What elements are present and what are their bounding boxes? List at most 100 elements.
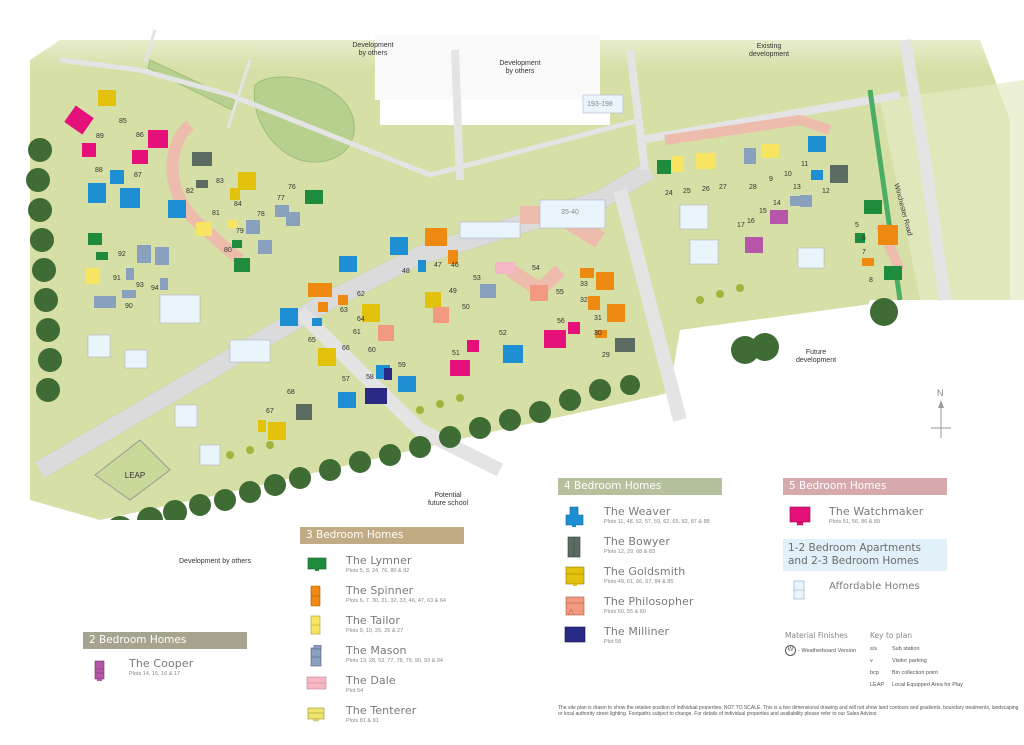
plot-number: 67	[266, 408, 274, 415]
plot-number: 14	[773, 200, 781, 207]
legend-item-bowyer: The Bowyer Plots 12, 29, 68 & 83	[558, 533, 722, 563]
small-trees	[226, 284, 744, 459]
plot-number: 91	[113, 275, 121, 282]
key-row-bin-collection: bcp Bin collection point	[870, 667, 1020, 679]
plot-number: 57	[342, 376, 350, 383]
legend-affordable: 1-2 Bedroom Apartments and 2-3 Bedroom H…	[783, 539, 947, 607]
plot-number: 47	[434, 262, 442, 269]
weatherboard-key: W - Weatherboard Version	[785, 645, 865, 656]
plot-number: 63	[340, 307, 348, 314]
legend-item-cooper: The Cooper Plots 14, 15, 16 & 17	[83, 657, 247, 687]
apartment-block-label: 193-198	[587, 101, 613, 108]
tenterer-house-icon	[307, 707, 325, 722]
legend-item-affordable: Affordable Homes	[783, 577, 947, 607]
plot-number: 9	[769, 176, 773, 183]
plot-number: 79	[236, 228, 244, 235]
legend-name: The Tenterer	[346, 704, 417, 717]
plot-number: 49	[449, 288, 457, 295]
legend-5-bedroom: 5 Bedroom Homes The Watchmaker Plots 51,…	[783, 478, 947, 533]
plot-number: 53	[473, 275, 481, 282]
plot-number: 48	[402, 268, 410, 275]
plot-number: 28	[749, 184, 757, 191]
legend-plots: Plot 54	[346, 688, 364, 694]
legend-plots: Plots 5, 8, 24, 76, 80 & 92	[346, 568, 410, 574]
plot-number: 52	[499, 330, 507, 337]
key-abbr: s/s	[870, 646, 878, 652]
affordable-header-line1: 1-2 Bedroom Apartments	[788, 542, 921, 554]
north-label: N	[937, 388, 944, 398]
plot-number: 17	[737, 222, 745, 229]
plot-number: 8	[869, 277, 873, 284]
development-by-others-label-2: Development by others	[499, 60, 541, 75]
plot-number: 64	[357, 316, 365, 323]
lymner-house-icon	[307, 557, 327, 571]
legend-4-bedroom: 4 Bedroom Homes The Weaver Plots 11, 48,…	[558, 478, 722, 653]
plot-number: 6	[862, 235, 866, 242]
development-by-others-bottom-label: Development by others	[179, 558, 251, 565]
legend-name: The Weaver	[604, 505, 671, 518]
plot-number: 12	[822, 188, 830, 195]
plot-number: 56	[557, 318, 565, 325]
plot-number: 88	[95, 167, 103, 174]
legend-item-milliner: The Milliner Plot 58	[558, 623, 722, 653]
legend-name: The Watchmaker	[829, 505, 924, 518]
legend-item-mason: The Mason Plots 13, 28, 53, 77, 78, 79, …	[300, 642, 464, 672]
legend-plots: Plots 14, 15, 16 & 17	[129, 671, 181, 677]
existing-development-label: Existing development	[748, 43, 790, 58]
legend-item-tenterer: The Tenterer Plots 81 & 91	[300, 702, 464, 732]
north-compass: N	[928, 388, 956, 438]
plot-number: 26	[702, 186, 710, 193]
plot-number: 58	[366, 374, 374, 381]
legend-item-goldsmith: The Goldsmith Plots 49, 61, 66, 67, 84 &…	[558, 563, 722, 593]
north-arrow-icon	[931, 400, 951, 438]
plot-number: 61	[353, 329, 361, 336]
mason-house-icon	[310, 645, 322, 667]
legend-plots: Plots 81 & 91	[346, 718, 379, 724]
legend-plots: Plot 58	[604, 639, 622, 645]
tree-belts	[26, 138, 898, 544]
plot-number: 15	[759, 208, 767, 215]
legend-plots: Plots 51, 56, 86 & 89	[829, 519, 881, 525]
development-by-others-label-1: Development by others	[352, 42, 394, 57]
key-desc: Bin collection point	[892, 670, 938, 676]
potential-future-school-label: Potential future school	[427, 492, 469, 507]
plot-number: 25	[683, 188, 691, 195]
plot-number: 60	[368, 347, 376, 354]
legend-name: The Milliner	[604, 625, 670, 638]
plot-number: 62	[357, 291, 365, 298]
site-plan-drawing	[0, 0, 1024, 544]
plot-number: 10	[784, 171, 792, 178]
apartment-block-label-2: 35-40	[561, 209, 579, 216]
plot-number: 85	[119, 118, 127, 125]
key-abbr: bcp	[870, 670, 879, 676]
key-to-plan-title: Key to plan	[870, 631, 913, 640]
plot-number: 66	[342, 345, 350, 352]
legend-header-4-bedroom: 4 Bedroom Homes	[558, 478, 722, 495]
legend-item-weaver: The Weaver Plots 11, 48, 52, 57, 59, 62,…	[558, 503, 722, 533]
plot-number: 87	[134, 172, 142, 179]
legend-header-5-bedroom: 5 Bedroom Homes	[783, 478, 947, 495]
plot-number: 55	[556, 289, 564, 296]
legend-plots: Plots 50, 55 & 60	[604, 609, 646, 615]
plot-number: 77	[277, 195, 285, 202]
dale-house-icon	[306, 676, 327, 690]
legend-plots: Plots 13, 28, 53, 77, 78, 79, 90, 93 & 9…	[346, 658, 443, 664]
legend-plots: Plots 11, 48, 52, 57, 59, 62, 65, 82, 87…	[604, 519, 710, 525]
plot-number: 81	[212, 210, 220, 217]
legend-plots: Plots 6, 7, 30, 31, 32, 33, 46, 47, 63 &…	[346, 598, 446, 604]
plot-number: 94	[151, 285, 159, 292]
key-abbr: v	[870, 658, 873, 664]
plot-number: 11	[801, 161, 809, 168]
legend-item-spinner: The Spinner Plots 6, 7, 30, 31, 32, 33, …	[300, 582, 464, 612]
legend-plots: Plots 9, 10, 25, 26 & 27	[346, 628, 404, 634]
site-plan-map: Development by others Development by oth…	[0, 0, 1024, 565]
affordable-house-icon	[793, 580, 805, 600]
legend-header-3-bedroom: 3 Bedroom Homes	[300, 527, 464, 544]
plot-number: 89	[96, 133, 104, 140]
plot-number: 93	[136, 282, 144, 289]
weatherboard-icon: W	[785, 645, 796, 656]
plot-number: 65	[308, 337, 316, 344]
legend-name: The Lymner	[346, 554, 412, 567]
